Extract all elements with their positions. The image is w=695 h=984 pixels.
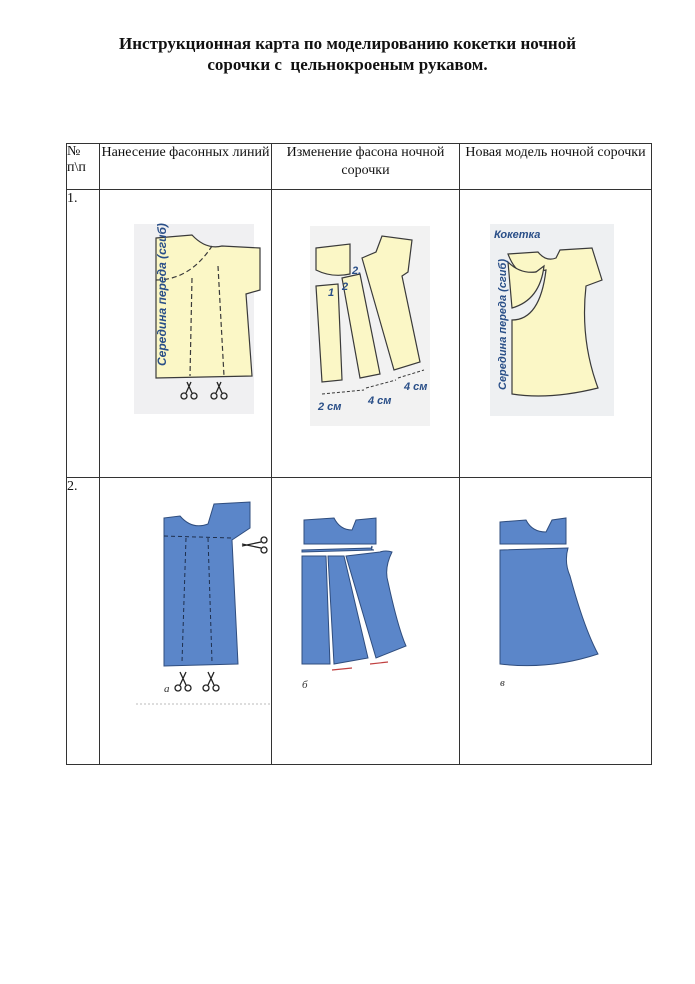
scissors-icon (202, 671, 220, 692)
spread-measure-label: 2 см (317, 401, 341, 413)
table-row: 2. (66, 477, 652, 765)
illustration-cell: 1 2 2. 2 см 4 см 4 см (271, 189, 460, 478)
new-bodice-shape (499, 547, 599, 667)
figure-label: а (164, 683, 170, 695)
title-line-1: Инструкционная карта по моделированию ко… (119, 34, 576, 53)
illustration-cell: Середина переда (сгиб) (99, 189, 272, 478)
instruction-table: № п\п Нанесение фасонных линий Изменение… (66, 143, 652, 765)
new-model-illustration: Кокетка Середина переда (сгиб) (490, 224, 614, 416)
illustration-cell: б (271, 477, 460, 765)
header-col-marking-lines: Нанесение фасонных линий (99, 143, 272, 190)
blue-new-model-illustration: в (499, 517, 599, 689)
scissors-icon (174, 671, 192, 692)
center-panel (315, 283, 343, 383)
yoke-label: Кокетка (494, 229, 540, 241)
yoke-piece (315, 243, 351, 276)
scissors-icon (180, 381, 198, 400)
header-row: № п\п Нанесение фасонных линий Изменение… (66, 143, 652, 190)
figure-label: б (302, 679, 308, 691)
blue-bodice-marking-illustration: а (136, 501, 270, 705)
illustration-cell: в (459, 477, 652, 765)
title-line-2: сорочки с цельнокроеным рукавом. (207, 55, 488, 74)
side-panel-2 (361, 235, 421, 371)
illustration-cell: а (99, 477, 272, 765)
document-title: Инструкционная карта по моделированию ко… (60, 33, 635, 75)
side-panel-2 (345, 550, 407, 659)
piece-number-label: 2. (351, 265, 361, 277)
piece-number-label: 2 (341, 281, 348, 293)
spread-measure-label: 4 см (403, 381, 427, 393)
header-number: № п\п (66, 143, 100, 190)
center-front-fold-label: Середина переда (сгиб) (497, 259, 509, 390)
yoke-piece (499, 517, 567, 545)
table-row: 1. Середина переда (сгиб) (66, 189, 652, 478)
row-number: 2. (66, 477, 100, 765)
side-panel-1 (341, 273, 381, 379)
spread-measure-label: 4 см (367, 395, 391, 407)
blue-spread-illustration: б (301, 517, 407, 691)
scissors-icon (210, 381, 228, 400)
center-panel (301, 555, 331, 665)
figure-label: в (500, 677, 505, 689)
scissors-icon (241, 536, 268, 554)
bodice-shape (163, 501, 251, 667)
spread-pieces-illustration: 1 2 2. 2 см 4 см 4 см (310, 226, 430, 426)
illustration-cell: Кокетка Середина переда (сгиб) (459, 189, 652, 478)
row-number: 1. (66, 189, 100, 478)
header-col-new-model: Новая модель ночной сорочки (459, 143, 652, 190)
side-panel-1 (327, 555, 369, 665)
center-front-fold-label: Середина переда (сгиб) (155, 223, 169, 366)
bodice-marking-illustration: Середина переда (сгиб) (134, 223, 261, 414)
piece-number-label: 1 (328, 287, 334, 299)
header-col-style-change: Изменение фасона ночной сорочки (271, 143, 460, 190)
yoke-piece (303, 517, 377, 545)
bodice-shape (155, 234, 261, 379)
yoke-shape (507, 260, 545, 309)
